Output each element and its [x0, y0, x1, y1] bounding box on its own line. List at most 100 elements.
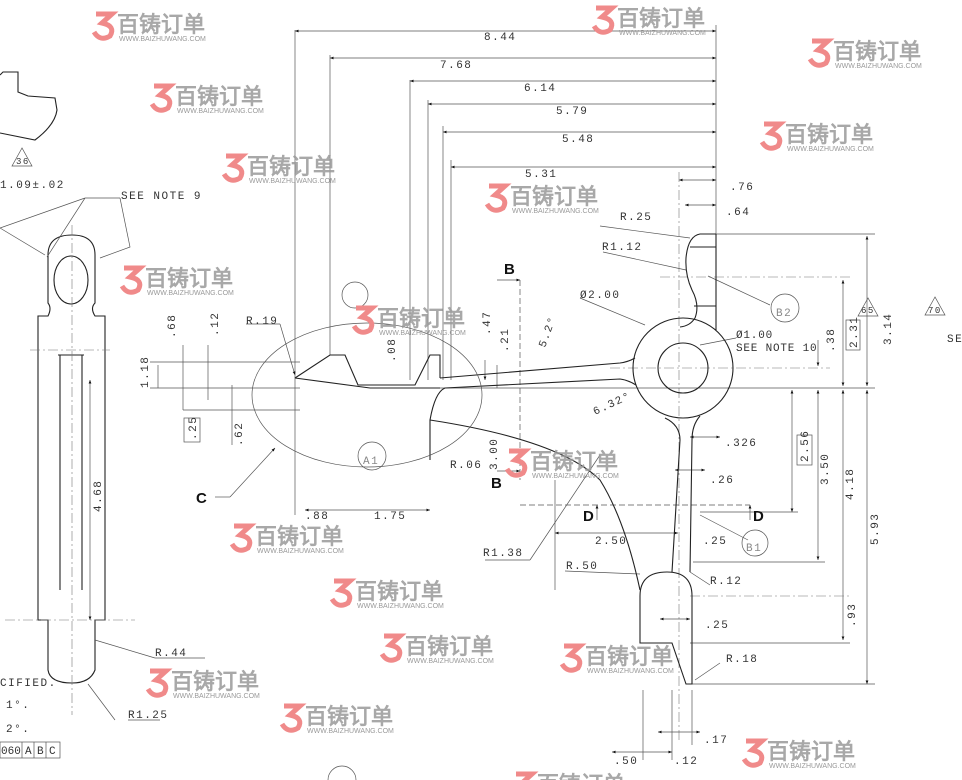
side-view-outline	[0, 71, 946, 759]
triangle-36: 36	[16, 157, 30, 167]
dim-38: .38	[826, 328, 838, 352]
dim-50: .50	[614, 756, 638, 768]
dim-93: .93	[847, 603, 859, 627]
radius-r18: R.18	[726, 654, 758, 666]
datum-b1: B1	[746, 543, 762, 555]
svg-text:百铸订单: 百铸订单	[617, 6, 705, 32]
dim-4-68: 4.68	[93, 480, 105, 512]
dim-3-50: 3.50	[820, 453, 832, 485]
section-labels: B B D D C B2 B1 A1	[196, 261, 791, 555]
dim-64: .64	[726, 207, 750, 219]
section-d-left: D	[583, 508, 594, 525]
dim-88: .88	[305, 511, 329, 523]
svg-text:WWW.BAIZHUWANG.COM: WWW.BAIZHUWANG.COM	[357, 603, 444, 610]
dim-2-31: 2.31	[849, 316, 861, 348]
diameter-1: Ø1.00	[736, 330, 773, 342]
dim-76: .76	[730, 182, 754, 194]
svg-text:WWW.BAIZHUWANG.COM: WWW.BAIZHUWANG.COM	[147, 290, 234, 297]
dim-8-44: 8.44	[484, 32, 516, 44]
svg-text:百铸订单: 百铸订单	[117, 12, 205, 38]
dim-1-09: 1.09±.02	[0, 180, 65, 192]
dim-3-00: 3.00	[489, 438, 501, 470]
radius-r112: R1.12	[602, 242, 643, 254]
dim-08: .08	[387, 338, 399, 362]
svg-text:百铸订单: 百铸订单	[767, 739, 855, 765]
radius-r06: R.06	[450, 460, 482, 472]
dim-5-93: 5.93	[870, 513, 882, 545]
detail-c-label: C	[196, 490, 207, 507]
section-d-right: D	[753, 508, 764, 525]
dim-326: .326	[725, 438, 757, 450]
top-dimension-lines	[294, 25, 717, 740]
svg-text:百铸订单: 百铸订单	[305, 704, 393, 730]
angle-5-2: 5.2°	[537, 315, 559, 350]
dim-4-18: 4.18	[845, 468, 857, 500]
svg-text:WWW.BAIZHUWANG.COM: WWW.BAIZHUWANG.COM	[173, 693, 260, 700]
svg-text:WWW.BAIZHUWANG.COM: WWW.BAIZHUWANG.COM	[307, 728, 394, 735]
svg-text:百铸订单: 百铸订单	[510, 184, 598, 210]
dim-5-31: 5.31	[525, 169, 557, 181]
svg-text:百铸订单: 百铸订单	[377, 306, 465, 332]
fcf-datum-c: C	[49, 746, 56, 758]
dim-26: .26	[710, 475, 734, 487]
triangle-65: 65	[861, 306, 875, 316]
dim-12-left: .12	[210, 312, 222, 336]
svg-text:百铸订单: 百铸订单	[247, 154, 335, 180]
svg-text:WWW.BAIZHUWANG.COM: WWW.BAIZHUWANG.COM	[257, 548, 344, 555]
dim-68: .68	[167, 314, 179, 338]
dim-25-lower: .25	[705, 620, 729, 632]
svg-text:百铸订单: 百铸订单	[175, 84, 263, 110]
svg-text:WWW.BAIZHUWANG.COM: WWW.BAIZHUWANG.COM	[119, 36, 206, 43]
svg-text:百铸订单: 百铸订单	[145, 266, 233, 292]
svg-text:WWW.BAIZHUWANG.COM: WWW.BAIZHUWANG.COM	[379, 330, 466, 337]
svg-text:百铸订单: 百铸订单	[585, 644, 673, 670]
fcf-datum-b: B	[37, 746, 44, 758]
fcf-datum-a: A	[25, 746, 32, 758]
radius-r19: R.19	[246, 316, 278, 328]
note-angle-2: 2°.	[6, 724, 30, 736]
dim-25-boxed: .25	[188, 416, 200, 440]
dim-25-upper: .25	[703, 536, 727, 548]
watermarks: 百铸订单WWW.BAIZHUWANG.COM百铸订单WWW.BAIZHUWANG…	[91, 5, 922, 780]
svg-text:WWW.BAIZHUWANG.COM: WWW.BAIZHUWANG.COM	[587, 668, 674, 675]
svg-text:WWW.BAIZHUWANG.COM: WWW.BAIZHUWANG.COM	[532, 473, 619, 480]
svg-text:WWW.BAIZHUWANG.COM: WWW.BAIZHUWANG.COM	[249, 178, 336, 185]
angle-6-32: 6.32°	[592, 391, 634, 419]
diameter-2: Ø2.00	[580, 290, 621, 302]
dim-1-75: 1.75	[374, 511, 406, 523]
note-specified: CIFIED.	[0, 678, 57, 690]
svg-text:WWW.BAIZHUWANG.COM: WWW.BAIZHUWANG.COM	[407, 658, 494, 665]
dim-2-56: 2.56	[800, 430, 812, 462]
dim-1-18: 1.18	[140, 356, 152, 388]
datum-a1: A1	[363, 456, 379, 468]
dim-6-14: 6.14	[524, 83, 556, 95]
right-dimension-labels: R.25 R1.12 Ø2.00 Ø1.00 SEE NOTE 10 .38 2…	[450, 212, 962, 768]
svg-text:百铸订单: 百铸订单	[405, 634, 493, 660]
svg-text:百铸订单: 百铸订单	[255, 524, 343, 550]
section-b-top: B	[504, 261, 515, 278]
radius-r44: R.44	[155, 648, 187, 660]
svg-text:WWW.BAIZHUWANG.COM: WWW.BAIZHUWANG.COM	[835, 63, 922, 70]
general-notes: CIFIED. 1°. 2°. 060 A B C	[0, 678, 57, 758]
dim-21: .21	[500, 328, 512, 352]
radius-r138: R1.38	[483, 548, 524, 560]
see-note-9: SEE NOTE 9	[121, 191, 202, 203]
